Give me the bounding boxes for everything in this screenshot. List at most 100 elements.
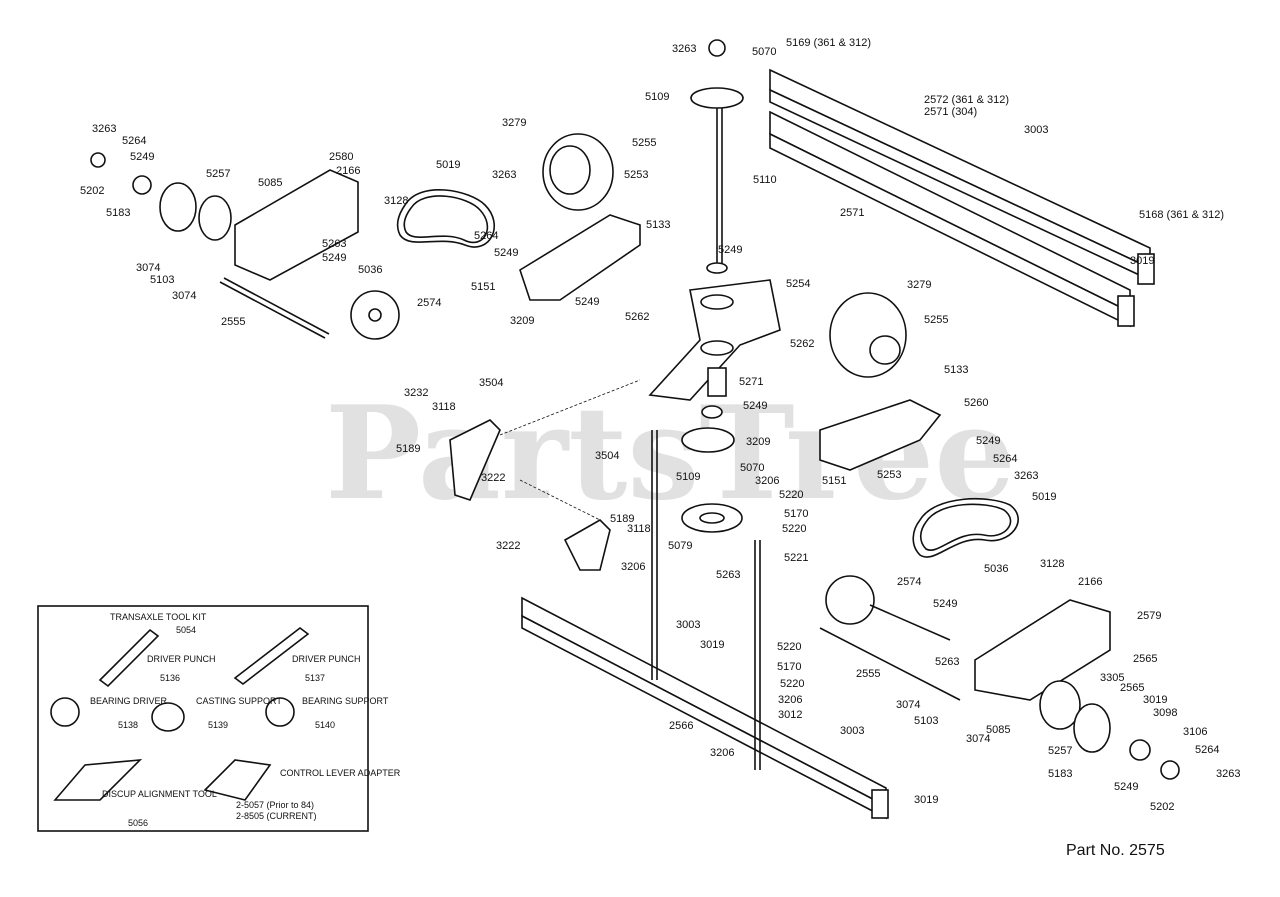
frame-channel-top-right [769,68,1155,328]
part-label: 3279 [502,117,526,129]
part-label: 5183 [1048,768,1072,780]
part-label: 5249 [743,400,767,412]
part-label: 3074 [896,699,920,711]
part-label: 3263 [1014,470,1038,482]
part-label: 5168 (361 & 312) [1139,209,1224,221]
kit-item-5137-name: DRIVER PUNCH [292,654,361,664]
part-label: 5263 [322,238,346,250]
part-label: 3263 [672,43,696,55]
part-label: 3305 [1100,672,1124,684]
part-label: 5133 [646,219,670,231]
part-label: 5249 [322,252,346,264]
casting-support-illustration [151,702,185,732]
part-label: 5253 [624,169,648,181]
part-label: 5202 [80,185,104,197]
lever-upper [519,214,641,301]
kit-number: 5054 [176,625,196,635]
part-label: 2565 [1120,682,1144,694]
part-label: 5254 [786,278,810,290]
part-label: 3263 [1216,768,1240,780]
part-label: 3074 [136,262,160,274]
part-label: 5169 (361 & 312) [786,37,871,49]
part-label: 3206 [710,747,734,759]
lever-right [819,399,942,471]
part-label: 5249 [718,244,742,256]
part-label: 5019 [1032,491,1056,503]
part-label: 5151 [471,281,495,293]
kit-title: TRANSAXLE TOOL KIT [110,612,207,622]
part-label: 5249 [933,598,957,610]
part-label: 3019 [1130,255,1154,267]
part-label: 3074 [966,733,990,745]
part-label: 3128 [1040,558,1064,570]
part-label: 2565 [1133,653,1157,665]
control-lever-adapter-illustration [203,759,272,801]
kit-item-adapter-name: CONTROL LEVER ADAPTER [280,768,401,778]
part-label: 5103 [914,715,938,727]
kit-item-5138-num: 5138 [118,720,138,730]
part-label: 5262 [790,338,814,350]
part-label: 5220 [777,641,801,653]
part-label: 3074 [172,290,196,302]
part-label: 5220 [780,678,804,690]
part-label: 5070 [740,462,764,474]
part-label: 2572 (361 & 312) [924,94,1009,106]
part-label: 3003 [840,725,864,737]
part-number: Part No. 2575 [1066,842,1165,859]
part-label: 5103 [150,274,174,286]
kit-item-5056-name: DISCUP ALIGNMENT TOOL [102,789,217,799]
discup-tool-illustration [53,759,143,801]
part-label: 3019 [700,639,724,651]
part-label: 3209 [510,315,534,327]
part-label: 3504 [479,377,503,389]
part-label: 5263 [716,569,740,581]
part-label: 5019 [436,159,460,171]
part-label: 3232 [404,387,428,399]
part-label: 5255 [924,314,948,326]
part-label: 2555 [856,668,880,680]
part-label: 3263 [492,169,516,181]
part-label: 2571 (304) [924,106,977,118]
part-label: 2555 [221,316,245,328]
part-label: 3003 [676,619,700,631]
part-label: 2571 [840,207,864,219]
part-label: 5070 [752,46,776,58]
kit-item-5056-num: 5056 [128,818,148,828]
part-label: 3019 [914,794,938,806]
part-label: 5109 [676,471,700,483]
part-label: 2574 [417,297,441,309]
center-shaft [690,39,744,274]
part-label: 5189 [610,513,634,525]
part-label: 3209 [746,436,770,448]
part-label: 5220 [782,523,806,535]
part-label: 5085 [258,177,282,189]
part-label: 5271 [739,376,763,388]
pulley-disc-top [542,133,614,211]
bracket-mid-left [449,379,641,571]
part-label: 5170 [777,661,801,673]
part-label: 5151 [822,475,846,487]
part-label: 2166 [336,165,360,177]
tool-kit-box: TRANSAXLE TOOL KIT 5054 DRIVER PUNCH 513… [37,605,401,832]
part-label: 5110 [753,174,777,186]
part-label: 3263 [92,123,116,135]
part-label: 5264 [993,453,1017,465]
kit-item-5137-num: 5137 [305,673,325,683]
part-label: 5133 [944,364,968,376]
part-label: 5220 [779,489,803,501]
part-label: 5260 [964,397,988,409]
part-label: 5264 [122,135,146,147]
part-label: 5253 [877,469,901,481]
center-casting [648,279,781,401]
part-label: 3222 [481,472,505,484]
kit-item-5136-name: DRIVER PUNCH [147,654,216,664]
kit-item-5138-name: BEARING DRIVER [90,696,168,706]
part-label: 3279 [907,279,931,291]
part-label: 5255 [632,137,656,149]
part-label: 5221 [784,552,808,564]
part-label: 5249 [1114,781,1138,793]
kit-item-5140-name: BEARING SUPPORT [302,696,389,706]
frame-channel-bottom [521,596,889,820]
belt-right [912,497,1019,558]
